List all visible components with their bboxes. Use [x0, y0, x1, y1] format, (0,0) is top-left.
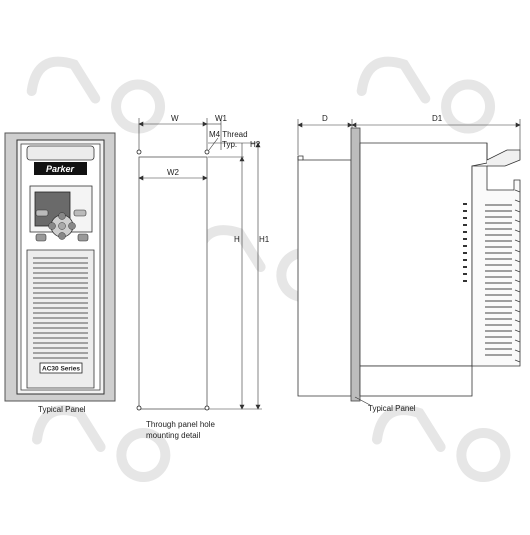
typical-panel-leader-right [354, 396, 371, 406]
thread-callout-line2: Typ. [222, 140, 237, 149]
mounting-cutout [136, 149, 210, 411]
dim-w: W [171, 114, 179, 123]
series-badge [39, 362, 83, 374]
drive-side-view [297, 127, 521, 402]
typical-panel-label-left: Typical Panel [38, 405, 86, 414]
dimension-lines-middle [138, 118, 262, 410]
dim-h1: H1 [259, 235, 270, 244]
typical-panel-label-right: Typical Panel [368, 404, 416, 413]
through-panel-label-line2: mounting detail [146, 431, 200, 440]
through-panel-label-line1: Through panel hole [146, 420, 215, 429]
keypad [35, 209, 89, 242]
brand-badge [34, 162, 87, 175]
dim-d: D [322, 114, 328, 123]
mounting-hole-bottom-left [136, 405, 142, 411]
dim-w1: W1 [215, 114, 228, 123]
dim-w2: W2 [167, 168, 180, 177]
mounting-hole-top-left [136, 149, 142, 155]
dimension-lines-right [297, 119, 521, 155]
side-heatsink-fins [485, 204, 512, 356]
mounting-hole-bottom-right [204, 405, 210, 411]
drive-front-view: Parker [26, 145, 95, 389]
typical-panel-side [350, 127, 361, 402]
dim-h2: H2 [250, 140, 261, 149]
side-edge-serration [514, 189, 521, 363]
series-label: AC30 Series [42, 366, 80, 373]
side-vent-slots [463, 203, 467, 282]
front-vent-grille [33, 257, 88, 359]
thread-callout-line1: M4 Thread [209, 130, 248, 139]
mounting-hole-top-right [204, 149, 210, 155]
brand-logo-text: Parker [46, 164, 75, 174]
dim-d1: D1 [432, 114, 443, 123]
dim-h: H [234, 235, 240, 244]
